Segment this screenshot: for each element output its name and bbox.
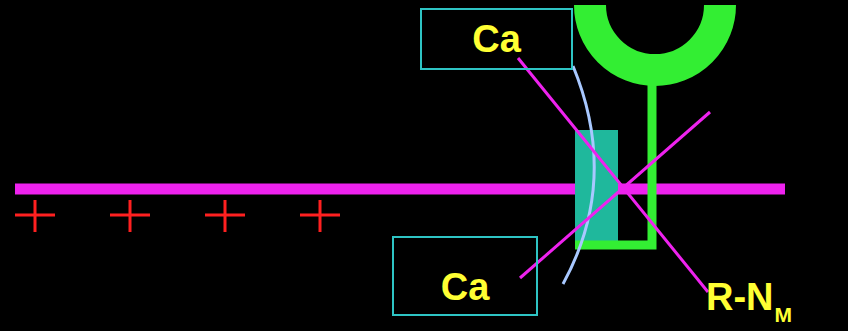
- receptor-head: [590, 5, 720, 70]
- ion-label: Ca: [472, 20, 521, 58]
- membrane-line: [15, 184, 785, 195]
- block-cross: [520, 112, 710, 278]
- ion-label: Ca: [441, 268, 490, 306]
- receptor-label: R-N: [706, 278, 774, 316]
- receptor-subscript: М: [775, 304, 793, 325]
- ion-box: Ca: [392, 236, 538, 316]
- ion-box: Ca: [420, 8, 573, 70]
- ion-channel: [575, 130, 618, 245]
- ion-path: [563, 66, 594, 284]
- block-cross: [518, 58, 708, 292]
- charge-signs: [15, 200, 340, 232]
